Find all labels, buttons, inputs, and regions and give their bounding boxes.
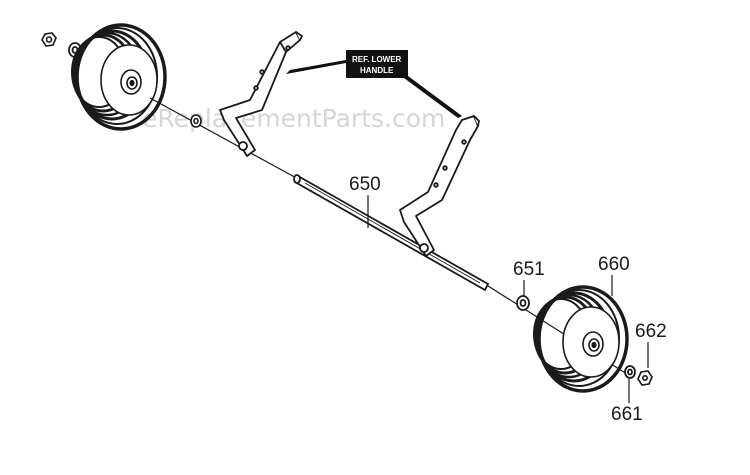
- right-handle-bracket: [399, 115, 480, 257]
- left-handle-bracket: [219, 31, 303, 157]
- left-hub-nut: [41, 32, 57, 47]
- left-axle-spacer: [190, 114, 202, 128]
- axle-centerline-left: [149, 97, 301, 181]
- part-label-661: 661: [611, 404, 643, 425]
- callout-leader-left: [286, 60, 346, 74]
- part-label-650: 650: [349, 174, 381, 195]
- axle-rod: [293, 174, 490, 292]
- part-label-662: 662: [635, 321, 667, 342]
- reference-callout: REF. LOWER HANDLE: [286, 50, 462, 118]
- right-washer: [516, 295, 530, 311]
- left-wheel: [71, 23, 167, 131]
- part-label-660: 660: [598, 254, 630, 275]
- right-outer-washer: [624, 365, 636, 379]
- callout-leader-right: [404, 76, 462, 118]
- callout-line-2: HANDLE: [360, 66, 394, 75]
- part-label-651: 651: [513, 259, 545, 280]
- right-wheel: [533, 285, 629, 393]
- callout-line-1: REF. LOWER: [352, 55, 402, 64]
- right-hub-nut: [637, 370, 653, 386]
- callout-box: [346, 50, 408, 78]
